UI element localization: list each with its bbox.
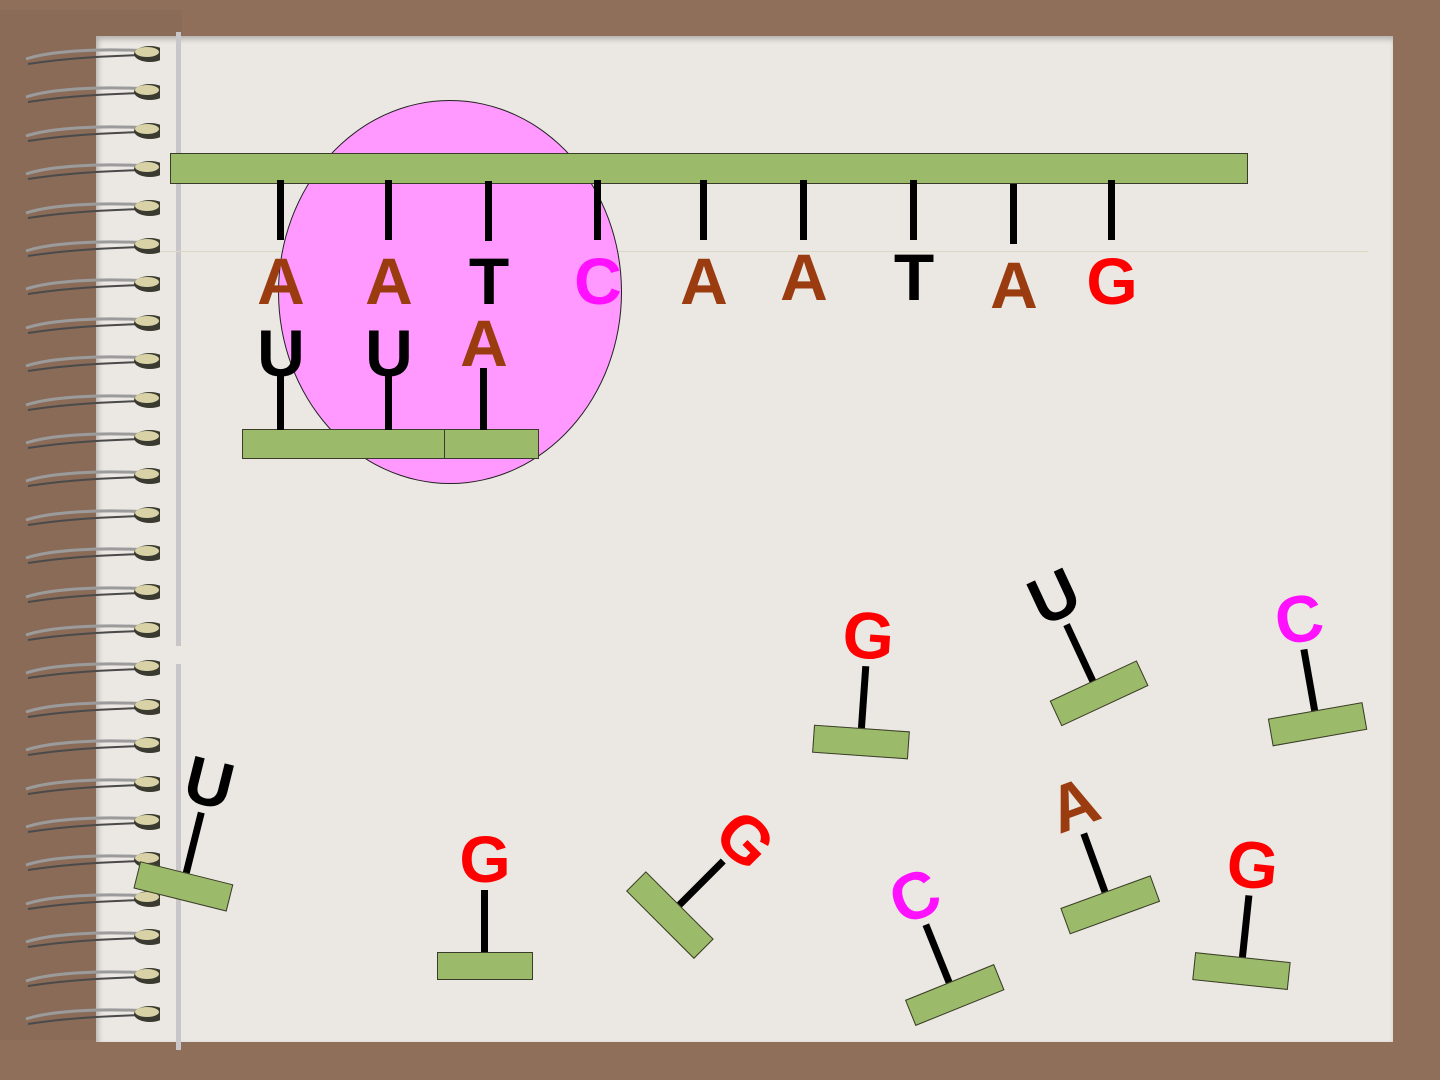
template-strand-backbone [170,153,1248,184]
template-base: G [1086,244,1138,318]
template-base: C [574,244,622,318]
spiral-ring [20,848,166,874]
template-base: A [680,244,728,318]
spiral-ring [20,196,166,222]
template-base: A [780,240,828,314]
template-base: A [365,244,413,318]
spiral-ring [20,1002,166,1028]
rna-stick [480,368,487,430]
nucleotide-stick [857,665,870,729]
spiral-ring [20,541,166,567]
template-stick [1108,180,1115,240]
nucleotide-base: G [1223,825,1283,905]
spiral-ring [20,964,166,990]
nucleotide-stick [1238,895,1253,958]
spiral-ring [20,80,166,106]
nucleotide-stick [676,858,726,908]
spiral-ring [20,618,166,644]
spiral-ring [20,426,166,452]
spiral-ring [20,810,166,836]
spiral-ring [20,772,166,798]
nucleotide-backbone [437,952,533,980]
margin-line-top [176,32,181,646]
spiral-ring [20,311,166,337]
rna-stick [277,372,284,430]
spiral-ring [20,272,166,298]
spiral-ring [20,580,166,606]
rna-backbone-2 [444,429,539,459]
spiral-ring [20,157,166,183]
template-stick [700,180,707,240]
free-nucleotide: G [435,820,535,980]
nucleotide-base: C [1269,578,1329,660]
nucleotide-stick [1063,623,1096,683]
nucleotide-stick [182,811,205,874]
nucleotide-stick [1300,648,1319,712]
template-stick [594,180,601,240]
template-base: T [893,240,935,314]
spiral-ring [20,464,166,490]
nucleotide-base: G [840,596,897,674]
nucleotide-stick [922,923,953,984]
template-stick [485,181,492,241]
spiral-ring [20,695,166,721]
nucleotide-stick [481,890,488,952]
template-stick [910,180,917,240]
spiral-ring [20,503,166,529]
free-nucleotide: G [1190,821,1306,991]
spiral-ring [20,733,166,759]
spiral-ring [20,349,166,375]
rna-base: A [460,306,508,380]
spiral-ring [20,234,166,260]
spiral-ring [20,887,166,913]
free-nucleotide: G [810,593,921,760]
margin-line-bottom [176,664,181,1050]
template-stick [277,180,284,240]
template-base: T [468,244,510,318]
template-stick [800,180,807,240]
spiral-ring [20,42,166,68]
nucleotide-base: G [459,822,511,896]
spiral-ring [20,925,166,951]
spiral-ring [20,388,166,414]
spiral-ring [20,119,166,145]
template-base: A [990,248,1038,322]
template-stick [1010,184,1017,244]
spiral-ring [20,656,166,682]
template-base: A [257,244,305,318]
nucleotide-stick [1080,832,1109,894]
template-stick [385,180,392,240]
rna-backbone-1 [242,429,445,459]
nucleotide-base: U [177,740,242,825]
guide-line [156,251,1368,252]
rna-stick [385,372,392,430]
